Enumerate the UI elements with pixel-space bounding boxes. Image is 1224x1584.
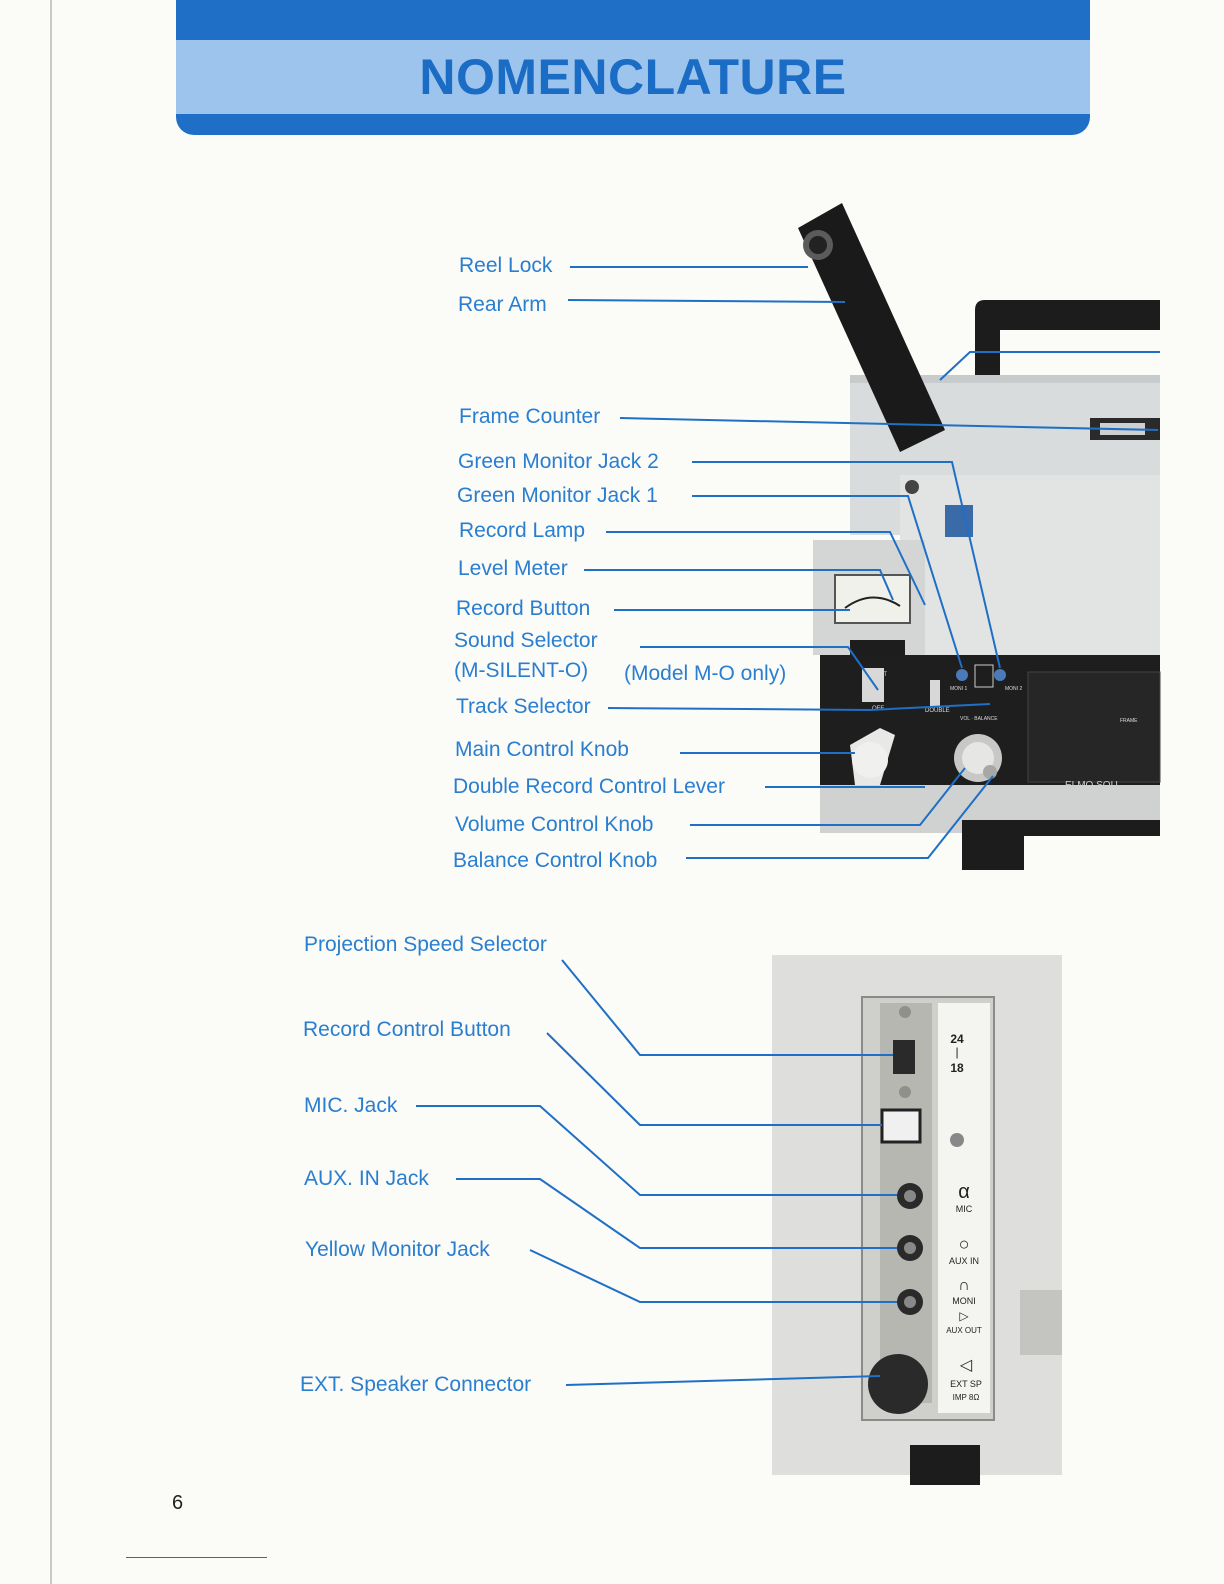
leader-lines-bottom <box>416 959 897 1386</box>
mic-mark: MIC <box>956 1204 973 1214</box>
label-track-selector: Track Selector <box>456 695 591 718</box>
label-record-lamp: Record Lamp <box>459 519 586 542</box>
label-aux-in-jack: AUX. IN Jack <box>304 1167 429 1190</box>
label-sound-selector: Sound Selector <box>454 629 598 652</box>
moni-mark: MONI <box>952 1296 976 1306</box>
device-brand-mark: ELMO SOU <box>1065 780 1118 791</box>
leader-lines-top <box>567 266 1160 859</box>
speed-divider-mark: | <box>955 1045 958 1059</box>
label-balance-control-knob: Balance Control Knob <box>453 849 658 872</box>
label-yellow-monitor-jack: Yellow Monitor Jack <box>305 1238 490 1261</box>
aux-in-icon: ○ <box>959 1234 970 1254</box>
label-ext-speaker-connector: EXT. Speaker Connector <box>300 1373 532 1396</box>
device-vol-balance-mark: VOL · BALANCE <box>960 716 998 722</box>
page-title: NOMENCLATURE <box>419 49 847 105</box>
aux-in-mark: AUX IN <box>949 1256 979 1266</box>
device-silent-mark: SILENT <box>866 672 887 678</box>
side-panel-illustration <box>772 955 1062 1485</box>
label-record-control-button: Record Control Button <box>303 1018 511 1041</box>
label-projection-speed-selector: Projection Speed Selector <box>304 933 547 956</box>
label-green-monitor-jack-1: Green Monitor Jack 1 <box>457 484 658 507</box>
projector-illustration-top <box>798 203 1161 870</box>
label-rear-arm: Rear Arm <box>458 293 547 316</box>
label-frame-counter: Frame Counter <box>459 405 601 428</box>
label-level-meter: Level Meter <box>458 557 568 580</box>
page-number: 6 <box>172 1492 184 1514</box>
label-sound-selector-note: (Model M-O only) <box>624 662 787 685</box>
device-moni2-mark: MONI 2 <box>1005 686 1022 692</box>
label-record-button: Record Button <box>456 597 591 620</box>
device-frame-mark: FRAME <box>1120 718 1138 724</box>
page-header: NOMENCLATURE <box>176 0 1090 135</box>
label-main-control-knob: Main Control Knob <box>455 738 629 761</box>
mic-icon: α <box>958 1181 970 1203</box>
play-icon: ▷ <box>959 1309 969 1323</box>
speaker-icon: ◁ <box>960 1357 973 1374</box>
side-panel-marks: 24 | 18 α MIC ○ AUX IN ∩ MONI ▷ AUX OUT … <box>946 1032 982 1402</box>
device-moni1-mark: MONI 1 <box>950 686 967 692</box>
speed-24-mark: 24 <box>950 1032 964 1046</box>
headphones-icon: ∩ <box>958 1277 970 1294</box>
label-reel-lock: Reel Lock <box>459 254 553 277</box>
label-double-record-control-lever: Double Record Control Lever <box>453 775 725 798</box>
label-volume-control-knob: Volume Control Knob <box>455 813 654 836</box>
page-binding-edge <box>50 0 52 1584</box>
imp-mark: IMP 8Ω <box>953 1393 980 1402</box>
label-mic-jack: MIC. Jack <box>304 1094 398 1117</box>
footer-rule <box>126 1557 267 1558</box>
label-green-monitor-jack-2: Green Monitor Jack 2 <box>458 450 659 473</box>
label-sound-selector-detail: (M-SILENT-O) <box>454 659 589 682</box>
aux-out-mark: AUX OUT <box>946 1326 982 1335</box>
header-band: NOMENCLATURE <box>176 40 1090 114</box>
ext-sp-mark: EXT SP <box>950 1379 982 1389</box>
device-double-mark: DOUBLE <box>925 708 950 714</box>
speed-18-mark: 18 <box>950 1061 964 1075</box>
